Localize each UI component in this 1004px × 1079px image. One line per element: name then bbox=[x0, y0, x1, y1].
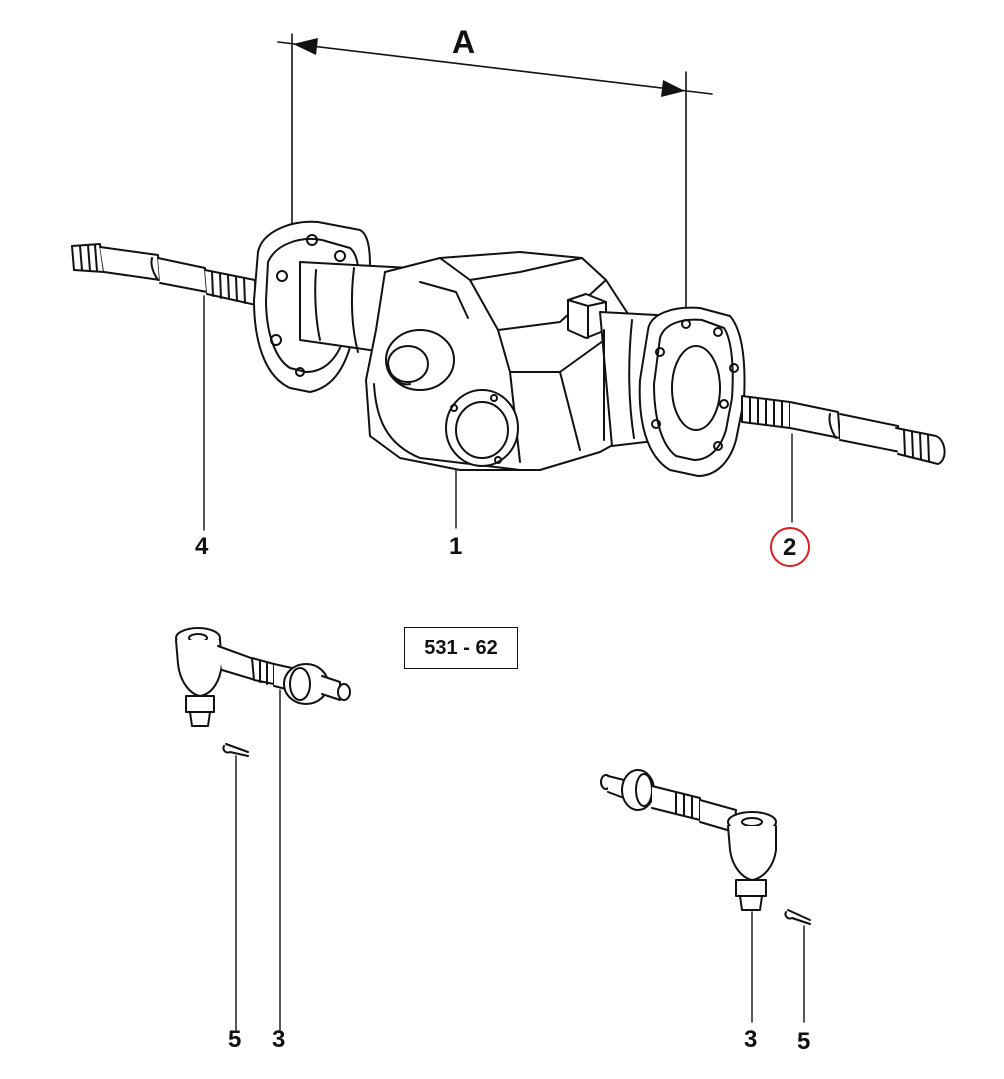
callout-part-4: 4 bbox=[195, 533, 209, 560]
reference-code-box: 531 - 62 bbox=[404, 627, 518, 669]
right-axle-shaft bbox=[741, 395, 946, 523]
dimension-label-a: A bbox=[452, 24, 476, 60]
reference-code: 531 - 62 bbox=[424, 636, 498, 659]
callout-part-3-left: 3 bbox=[272, 1026, 286, 1053]
callout-part-3-right: 3 bbox=[744, 1026, 758, 1053]
tie-rod-left bbox=[175, 627, 351, 1031]
left-axle-shaft bbox=[71, 243, 257, 531]
cotter-pin-left bbox=[222, 743, 249, 1031]
dimension-a-lines bbox=[277, 33, 713, 326]
axle-housing bbox=[253, 220, 746, 529]
highlight-circle bbox=[770, 527, 810, 567]
callout-part-5-right: 5 bbox=[797, 1028, 811, 1055]
callout-part-1: 1 bbox=[449, 533, 463, 560]
tie-rod-right bbox=[600, 769, 777, 1023]
cotter-pin-right bbox=[784, 909, 811, 1023]
callout-part-5-left: 5 bbox=[228, 1026, 242, 1053]
